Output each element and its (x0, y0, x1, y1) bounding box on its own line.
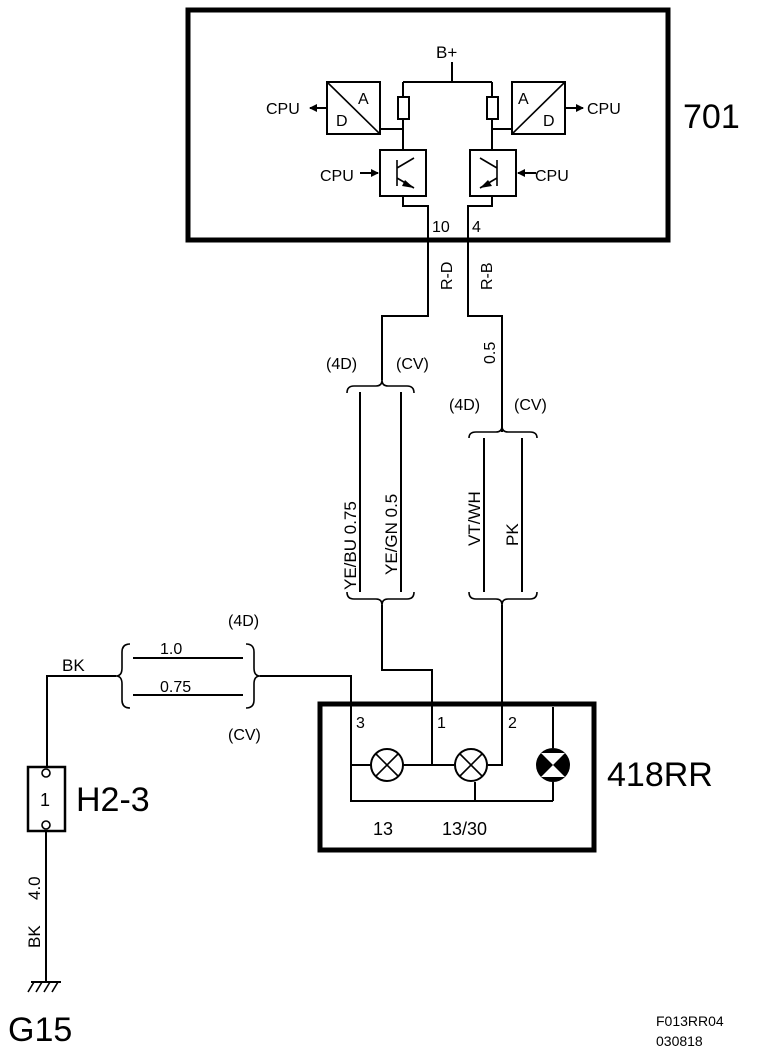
ground-point-label: G15 (8, 1011, 72, 1049)
variant-cv-right: (CV) (514, 397, 547, 414)
adc-left-a: A (358, 91, 369, 108)
wire-code-r-d: R-D (439, 262, 456, 290)
ground-wire-color: BK (25, 925, 44, 948)
wire-ye-bu: YE/BU 0.75 (341, 501, 360, 590)
variant-cv-ground: (CV) (228, 727, 261, 744)
module-418rr: 418RR 3 1 2 13 13/30 (317, 701, 713, 853)
transistor-left (379, 149, 427, 197)
transistor-right (469, 149, 517, 197)
module-418rr-label: 418RR (607, 756, 713, 794)
ground-wire-size: 4.0 (25, 876, 44, 900)
connector-pin-1: 1 (40, 790, 50, 810)
resistor-left (397, 96, 410, 120)
terminal-13: 13 (373, 819, 393, 839)
adc-left-d: D (336, 113, 348, 130)
wire-code-r-b: R-B (479, 262, 496, 290)
cpu-label-3: CPU (320, 168, 354, 185)
variant-cv-left: (CV) (396, 356, 429, 373)
wire-size-r-b: 0.5 (482, 342, 499, 364)
cpu-label-2: CPU (587, 101, 621, 118)
module-701: 701 B+ A D CPU A D CPU (185, 7, 740, 243)
lamp-2 (454, 748, 488, 782)
supply-label: B+ (436, 43, 457, 62)
diagram-date: 030818 (656, 1033, 703, 1049)
variant-4d-right: (4D) (449, 397, 480, 414)
variant-4d-ground: (4D) (228, 613, 259, 630)
pin-1: 1 (437, 715, 446, 732)
pin-10: 10 (432, 219, 450, 236)
indicator-lamp (536, 748, 570, 782)
cpu-label-1: CPU (266, 101, 300, 118)
module-701-label: 701 (683, 98, 740, 136)
wire-vt-wh: VT/WH (465, 491, 484, 546)
wire-pk: PK (503, 523, 522, 546)
adc-right-d: D (543, 113, 555, 130)
middle-harness: (4D) (CV) (4D) (CV) YE/BU 0.75 YE/GN 0.5… (326, 356, 547, 704)
connector-label: H2-3 (76, 781, 150, 819)
connector-h2-3: 1 H2-3 (26, 765, 150, 833)
ground-wire: BK 4.0 (25, 831, 47, 982)
cpu-label-4: CPU (535, 168, 569, 185)
pin-2: 2 (508, 715, 517, 732)
wire-ye-gn: YE/GN 0.5 (382, 494, 401, 575)
pin-4: 4 (472, 219, 481, 236)
terminal-13-30: 13/30 (442, 819, 487, 839)
ground-harness-color: BK (62, 656, 85, 675)
ground-size-cv: 0.75 (160, 679, 191, 696)
ground-size-4d: 1.0 (160, 641, 182, 658)
adc-right-a: A (518, 91, 529, 108)
ground-symbol (27, 981, 61, 993)
upper-wires: R-D R-B 0.5 (381, 242, 503, 432)
resistor-right (486, 96, 499, 120)
diagram-code: F013RR04 (656, 1013, 724, 1029)
ground-harness: (4D) (CV) BK 1.0 0.75 (46, 613, 352, 770)
lamp-1 (370, 748, 404, 782)
pin-3: 3 (356, 715, 365, 732)
adc-right: A D (511, 81, 566, 135)
variant-4d-left: (4D) (326, 356, 357, 373)
adc-left: A D (326, 81, 381, 135)
